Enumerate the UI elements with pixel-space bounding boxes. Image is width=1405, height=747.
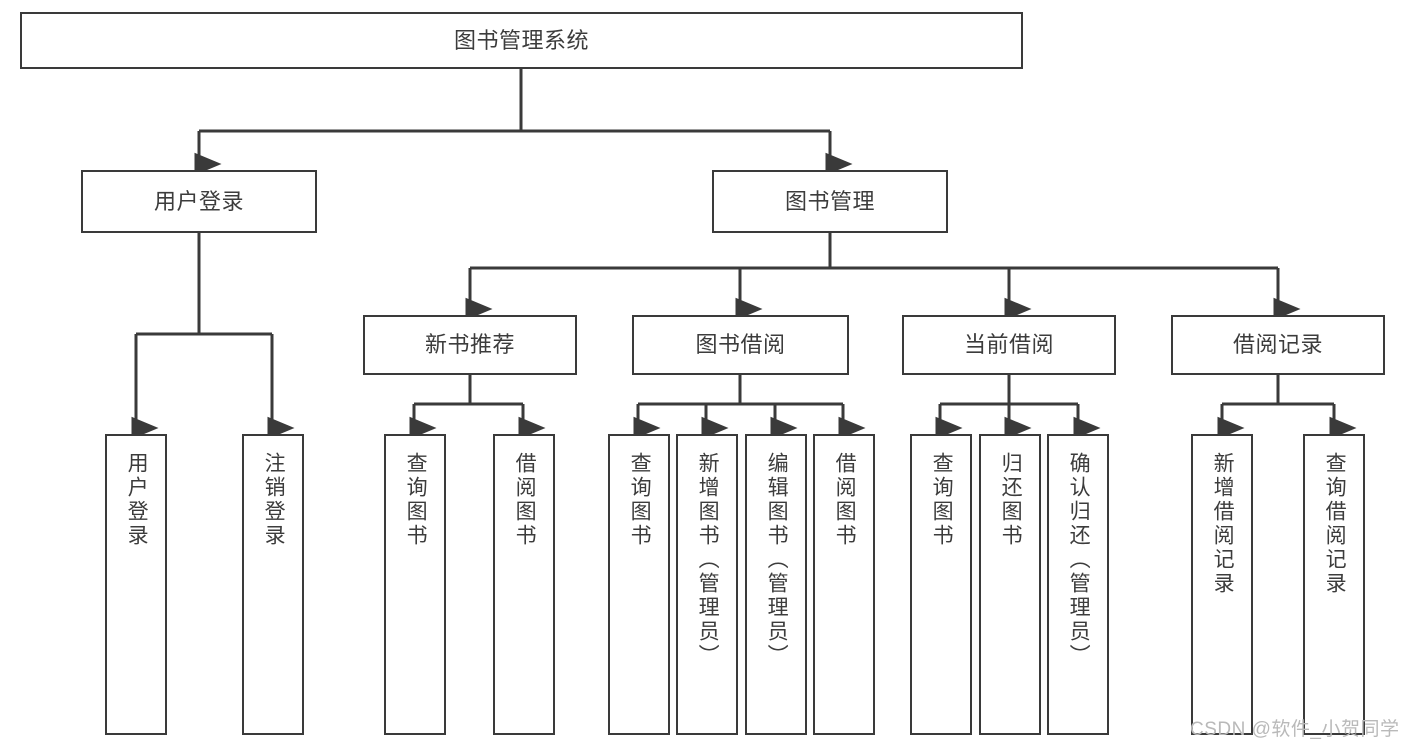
node-book-management-label: 图书管理 [784,188,875,214]
node-borrow-record-label: 借阅记录 [1232,332,1323,358]
leaf-cb-confirm-return-label: 确认归还（管理员） [1067,452,1091,668]
leaf-nb-borrow-book-label: 借阅图书 [513,452,537,548]
leaf-cb-return-book-label: 归还图书 [999,452,1023,548]
leaf-bb-query-book[interactable]: 查询图书 [608,434,670,735]
leaf-cb-query-book[interactable]: 查询图书 [910,434,972,735]
leaf-logout[interactable]: 注销登录 [242,434,304,735]
leaf-user-login[interactable]: 用户登录 [105,434,167,735]
node-root[interactable]: 图书管理系统 [20,12,1023,69]
node-current-borrow-label: 当前借阅 [963,332,1054,358]
node-borrow-record[interactable]: 借阅记录 [1171,315,1385,375]
leaf-br-add-record[interactable]: 新增借阅记录 [1191,434,1253,735]
node-new-book-recommend-label: 新书推荐 [424,332,515,358]
node-new-book-recommend[interactable]: 新书推荐 [363,315,577,375]
leaf-cb-confirm-return[interactable]: 确认归还（管理员） [1047,434,1109,735]
leaf-bb-borrow-book[interactable]: 借阅图书 [813,434,875,735]
node-user-login-label: 用户登录 [153,188,244,214]
node-book-management[interactable]: 图书管理 [712,170,948,233]
leaf-cb-query-book-label: 查询图书 [930,452,954,548]
leaf-br-query-record-label: 查询借阅记录 [1323,452,1347,596]
leaf-br-query-record[interactable]: 查询借阅记录 [1303,434,1365,735]
leaf-bb-edit-book-label: 编辑图书（管理员） [765,452,789,668]
leaf-nb-borrow-book[interactable]: 借阅图书 [493,434,555,735]
leaf-bb-add-book-label: 新增图书（管理员） [696,452,720,668]
node-current-borrow[interactable]: 当前借阅 [902,315,1116,375]
leaf-bb-query-book-label: 查询图书 [628,452,652,548]
leaf-nb-query-book-label: 查询图书 [404,452,428,548]
leaf-bb-borrow-book-label: 借阅图书 [833,452,857,548]
leaf-user-login-label: 用户登录 [125,452,149,548]
leaf-cb-return-book[interactable]: 归还图书 [979,434,1041,735]
leaf-nb-query-book[interactable]: 查询图书 [384,434,446,735]
leaf-bb-add-book[interactable]: 新增图书（管理员） [676,434,738,735]
node-user-login[interactable]: 用户登录 [81,170,317,233]
node-book-borrow-label: 图书借阅 [695,332,786,358]
node-book-borrow[interactable]: 图书借阅 [632,315,849,375]
leaf-logout-label: 注销登录 [262,452,286,548]
leaf-br-add-record-label: 新增借阅记录 [1211,452,1235,596]
node-root-label: 图书管理系统 [453,27,589,53]
leaf-bb-edit-book[interactable]: 编辑图书（管理员） [745,434,807,735]
